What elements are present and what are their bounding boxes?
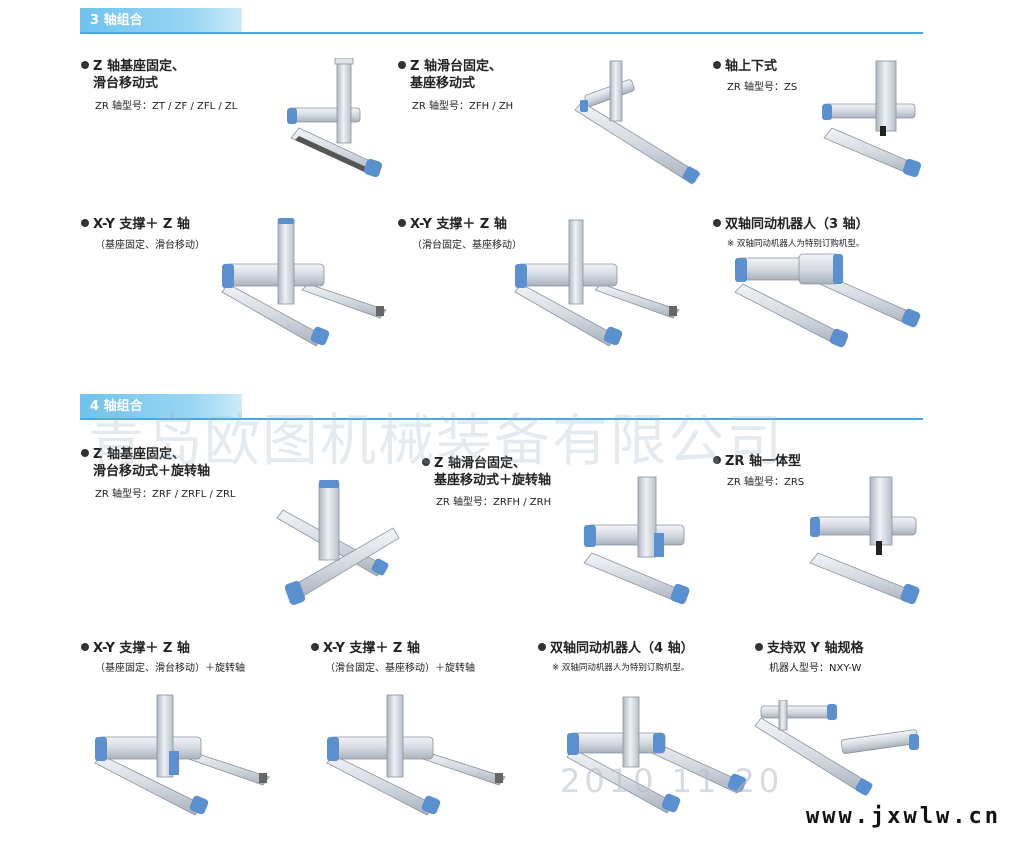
item-model: 机器人型号：NXY-W: [769, 663, 862, 674]
section-rule: [80, 32, 923, 34]
item-title-line: 滑台移动式: [93, 76, 159, 91]
item-title-line: 双轴同动机器人（4 轴）: [550, 641, 694, 656]
bullet-icon: [713, 219, 721, 227]
item-title-line: 滑台移动式＋旋转轴: [93, 464, 211, 479]
bullet-icon: [81, 61, 89, 69]
robot-illustration: [809, 476, 920, 605]
item-model: （滑台固定、基座移动）＋旋转轴: [325, 663, 475, 674]
item-model: （基座固定、滑台移动）: [95, 240, 205, 251]
bullet-icon: [538, 643, 546, 651]
robot-illustration: [326, 694, 506, 816]
item-title: Z 轴基座固定、滑台移动式: [81, 58, 185, 92]
item-note: ※ 双轴同动机器人为特别订购机型。: [552, 663, 690, 673]
item-title-line: Z 轴滑台固定、: [434, 456, 526, 471]
section-title-4axis: 4 轴组合: [80, 394, 242, 420]
bullet-icon: [713, 456, 721, 464]
item-title: Z 轴滑台固定、基座移动式＋旋转轴: [422, 455, 551, 489]
item-title-line: X-Y 支撑＋ Z 轴: [93, 217, 190, 232]
section-rule: [80, 418, 923, 420]
item-title-line: 双轴同动机器人（3 轴）: [725, 217, 869, 232]
robot-illustration: [514, 219, 680, 347]
robot-illustration: [566, 696, 747, 814]
robot-illustration: [574, 60, 701, 185]
item-model: ZR 轴型号：ZT / ZF / ZFL / ZL: [95, 101, 238, 112]
item-title-line: Z 轴基座固定、: [93, 447, 185, 462]
item-model: （滑台固定、基座移动）: [412, 240, 522, 251]
item-model: ZR 轴型号：ZRF / ZRFL / ZRL: [95, 489, 236, 500]
item-title: X-Y 支撑＋ Z 轴: [398, 216, 507, 233]
robot-illustration: [94, 694, 270, 816]
item-title: 轴上下式: [713, 58, 777, 75]
item-title-line: 基座移动式: [410, 76, 476, 91]
item-title-line: Z 轴基座固定、: [93, 59, 185, 74]
section-title-3axis: 3 轴组合: [80, 8, 242, 34]
robot-illustration: [221, 218, 387, 347]
item-title: 双轴同动机器人（4 轴）: [538, 640, 694, 657]
item-title-line: X-Y 支撑＋ Z 轴: [410, 217, 507, 232]
bullet-icon: [81, 219, 89, 227]
item-title: 双轴同动机器人（3 轴）: [713, 216, 869, 233]
item-model: （基座固定、滑台移动）＋旋转轴: [95, 663, 245, 674]
item-title-line: 基座移动式＋旋转轴: [434, 473, 552, 488]
item-title-line: 轴上下式: [725, 59, 778, 74]
item-model: ZR 轴型号：ZRS: [727, 477, 805, 488]
footer-url: www.jxwlw.cn: [806, 804, 1001, 829]
bullet-icon: [81, 449, 89, 457]
bullet-icon: [311, 643, 319, 651]
bullet-icon: [398, 219, 406, 227]
item-title: Z 轴滑台固定、基座移动式: [398, 58, 502, 92]
robot-illustration: [754, 700, 919, 796]
item-title-line: ZR 轴一体型: [725, 454, 801, 469]
item-title-line: 支持双 Y 轴规格: [767, 641, 864, 656]
item-title-line: Z 轴滑台固定、: [410, 59, 502, 74]
bullet-icon: [398, 61, 406, 69]
robot-illustration: [276, 480, 400, 605]
bullet-icon: [713, 61, 721, 69]
date-stamp: 2010 11 20: [560, 762, 784, 800]
item-note: ※ 双轴同动机器人为特别订购机型。: [727, 239, 865, 249]
item-title: Z 轴基座固定、滑台移动式＋旋转轴: [81, 446, 210, 480]
item-title: X-Y 支撑＋ Z 轴: [311, 640, 420, 657]
bullet-icon: [81, 643, 89, 651]
bullet-icon: [422, 458, 430, 466]
robot-illustration: [287, 58, 383, 178]
item-model: ZR 轴型号：ZFH / ZH: [412, 101, 514, 112]
item-title: 支持双 Y 轴规格: [755, 640, 863, 657]
bullet-icon: [755, 643, 763, 651]
robot-illustration: [583, 476, 690, 605]
item-title: X-Y 支撑＋ Z 轴: [81, 640, 190, 657]
item-title: X-Y 支撑＋ Z 轴: [81, 216, 190, 233]
robot-illustration: [734, 253, 921, 348]
item-model: ZR 轴型号：ZS: [727, 82, 798, 93]
item-title: ZR 轴一体型: [713, 453, 801, 470]
item-model: ZR 轴型号：ZRFH / ZRH: [436, 497, 552, 508]
item-title-line: X-Y 支撑＋ Z 轴: [323, 641, 420, 656]
robot-illustration: [822, 60, 922, 178]
item-title-line: X-Y 支撑＋ Z 轴: [93, 641, 190, 656]
